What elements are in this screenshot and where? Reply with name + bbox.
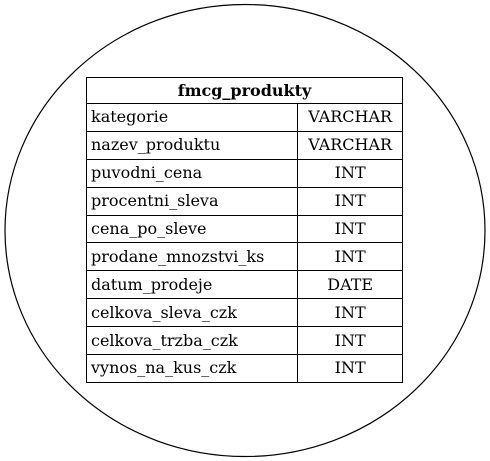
- column-type: VARCHAR: [297, 103, 403, 132]
- column-name: procentni_sleva: [85, 186, 299, 216]
- column-row: vynos_na_kus_czk INT: [85, 354, 403, 383]
- column-type: VARCHAR: [297, 130, 403, 160]
- column-row: datum_prodeje DATE: [85, 270, 403, 300]
- column-type: INT: [297, 214, 403, 244]
- column-type: INT: [297, 354, 403, 383]
- column-type: DATE: [297, 270, 403, 300]
- column-type: INT: [297, 158, 403, 188]
- column-name: celkova_sleva_czk: [85, 298, 299, 328]
- column-name: vynos_na_kus_czk: [85, 354, 299, 383]
- column-row: celkova_trzba_czk INT: [85, 326, 403, 356]
- column-name: nazev_produktu: [85, 130, 299, 160]
- column-name: cena_po_sleve: [85, 214, 299, 244]
- column-row: prodane_mnozstvi_ks INT: [85, 242, 403, 272]
- column-row: kategorie VARCHAR: [85, 103, 403, 132]
- entity-header-row: fmcg_produkty: [86, 77, 403, 104]
- column-row: nazev_produktu VARCHAR: [85, 130, 403, 160]
- column-row: procentni_sleva INT: [85, 186, 403, 216]
- column-row: puvodni_cena INT: [85, 158, 403, 188]
- column-type: INT: [297, 186, 403, 216]
- entity-title: fmcg_produkty: [86, 77, 403, 104]
- column-row: celkova_sleva_czk INT: [85, 298, 403, 328]
- column-name: celkova_trzba_czk: [85, 326, 299, 356]
- column-type: INT: [297, 298, 403, 328]
- column-type: INT: [297, 326, 403, 356]
- column-type: INT: [297, 242, 403, 272]
- entity-table: fmcg_produkty kategorie VARCHAR nazev_pr…: [85, 77, 403, 383]
- column-name: prodane_mnozstvi_ks: [85, 242, 299, 272]
- column-name: datum_prodeje: [85, 270, 299, 300]
- column-row: cena_po_sleve INT: [85, 214, 403, 244]
- column-name: kategorie: [85, 103, 299, 132]
- column-name: puvodni_cena: [85, 158, 299, 188]
